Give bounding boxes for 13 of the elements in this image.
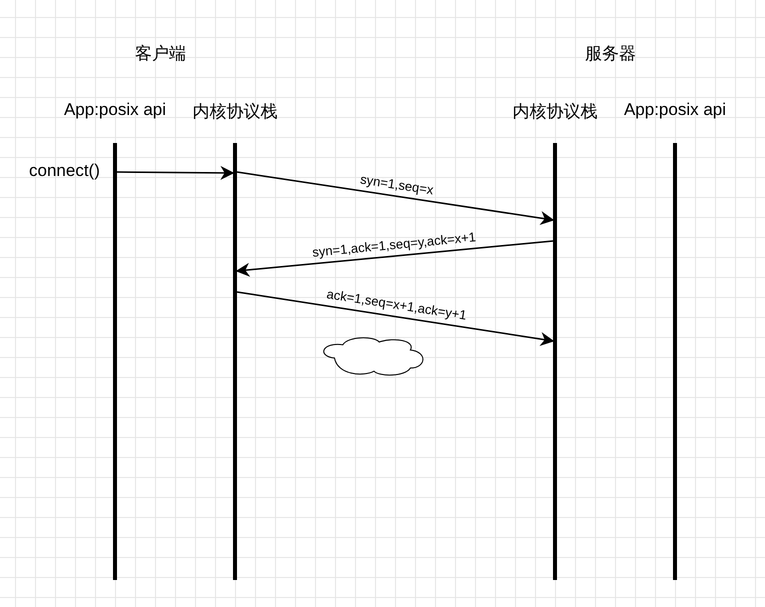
arrow (236, 240, 554, 277)
arrow (236, 291, 554, 346)
lifeline-heading: 内核协议栈 (512, 101, 598, 123)
arrow (236, 171, 554, 226)
message-label: connect() (29, 161, 100, 181)
lifeline-heading: App:posix api (62, 100, 168, 120)
message-label: syn=1,seq=x (359, 171, 434, 198)
lifeline-heading: App:posix api (622, 100, 728, 120)
lifeline-heading: 内核协议栈 (192, 101, 278, 123)
arrow (117, 166, 234, 180)
side-heading: 服务器 (585, 43, 636, 65)
cloud-shape (323, 337, 424, 376)
side-heading: 客户端 (135, 43, 186, 65)
